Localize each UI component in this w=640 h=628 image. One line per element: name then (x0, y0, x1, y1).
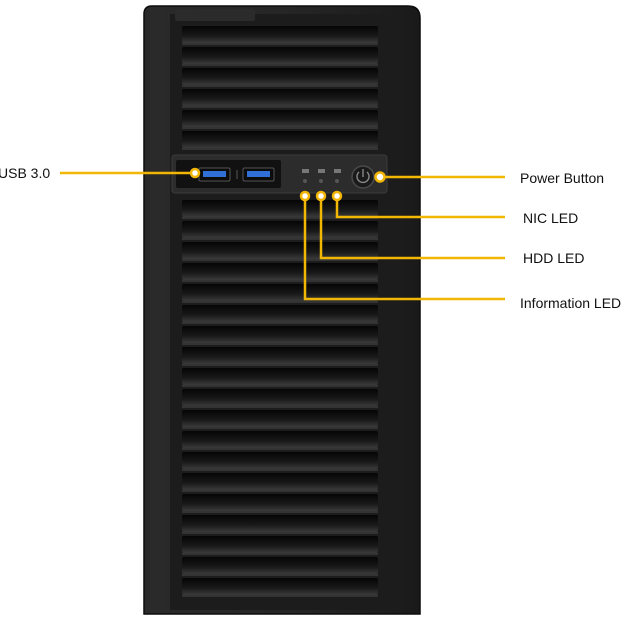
usb-port[interactable] (198, 167, 231, 182)
callout-dots (189, 167, 386, 202)
vent-slat (182, 221, 378, 238)
nic-led (334, 169, 341, 183)
front-io-panel (171, 154, 388, 194)
vent-slat (182, 536, 378, 553)
vent-slat (182, 410, 378, 427)
vent-slat (182, 131, 378, 148)
vent-slat (182, 494, 378, 511)
nic-led-label: NIC LED (523, 210, 579, 226)
vent-slat (182, 389, 378, 406)
info-callout-line (303, 196, 505, 301)
usb-port[interactable] (242, 167, 275, 182)
nic-callout-dot (331, 190, 343, 202)
hdd-led (318, 169, 325, 183)
lower-vents (182, 200, 378, 597)
information-led (302, 169, 309, 183)
power-callout-dot (374, 171, 386, 183)
usb-symbol-icon (236, 170, 238, 179)
vent-slat (182, 326, 378, 343)
vent-slat (182, 26, 378, 43)
brand-logo (175, 9, 255, 21)
vent-slat (182, 68, 378, 85)
vent-slat (182, 89, 378, 106)
vent-slat (182, 515, 378, 532)
vent-slat (182, 263, 378, 280)
power-button[interactable] (351, 165, 375, 189)
vent-slat (182, 305, 378, 322)
vent-slat (182, 347, 378, 364)
vent-slat (182, 557, 378, 574)
vent-slat (182, 473, 378, 490)
vent-slat (182, 47, 378, 64)
vent-slat (182, 284, 378, 301)
info-callout-dot (299, 190, 311, 202)
hdd-led-label: HDD LED (523, 250, 585, 266)
callout-lines (60, 171, 505, 301)
power-icon (356, 171, 370, 184)
power-button-label: Power Button (520, 170, 605, 186)
vent-slat (182, 200, 378, 217)
hdd-callout-line (319, 196, 505, 260)
vent-slat (182, 578, 378, 595)
usb-callout-dot (189, 167, 201, 179)
vent-slat (182, 431, 378, 448)
nic-callout-line (335, 196, 505, 219)
usb-label: USB 3.0 (0, 165, 51, 181)
vent-slat (182, 452, 378, 469)
vent-slat (182, 242, 378, 259)
information-led-label: Information LED (520, 295, 622, 311)
upper-vents (182, 26, 378, 150)
vent-slat (182, 368, 378, 385)
hdd-callout-dot (315, 190, 327, 202)
vent-slat (182, 110, 378, 127)
